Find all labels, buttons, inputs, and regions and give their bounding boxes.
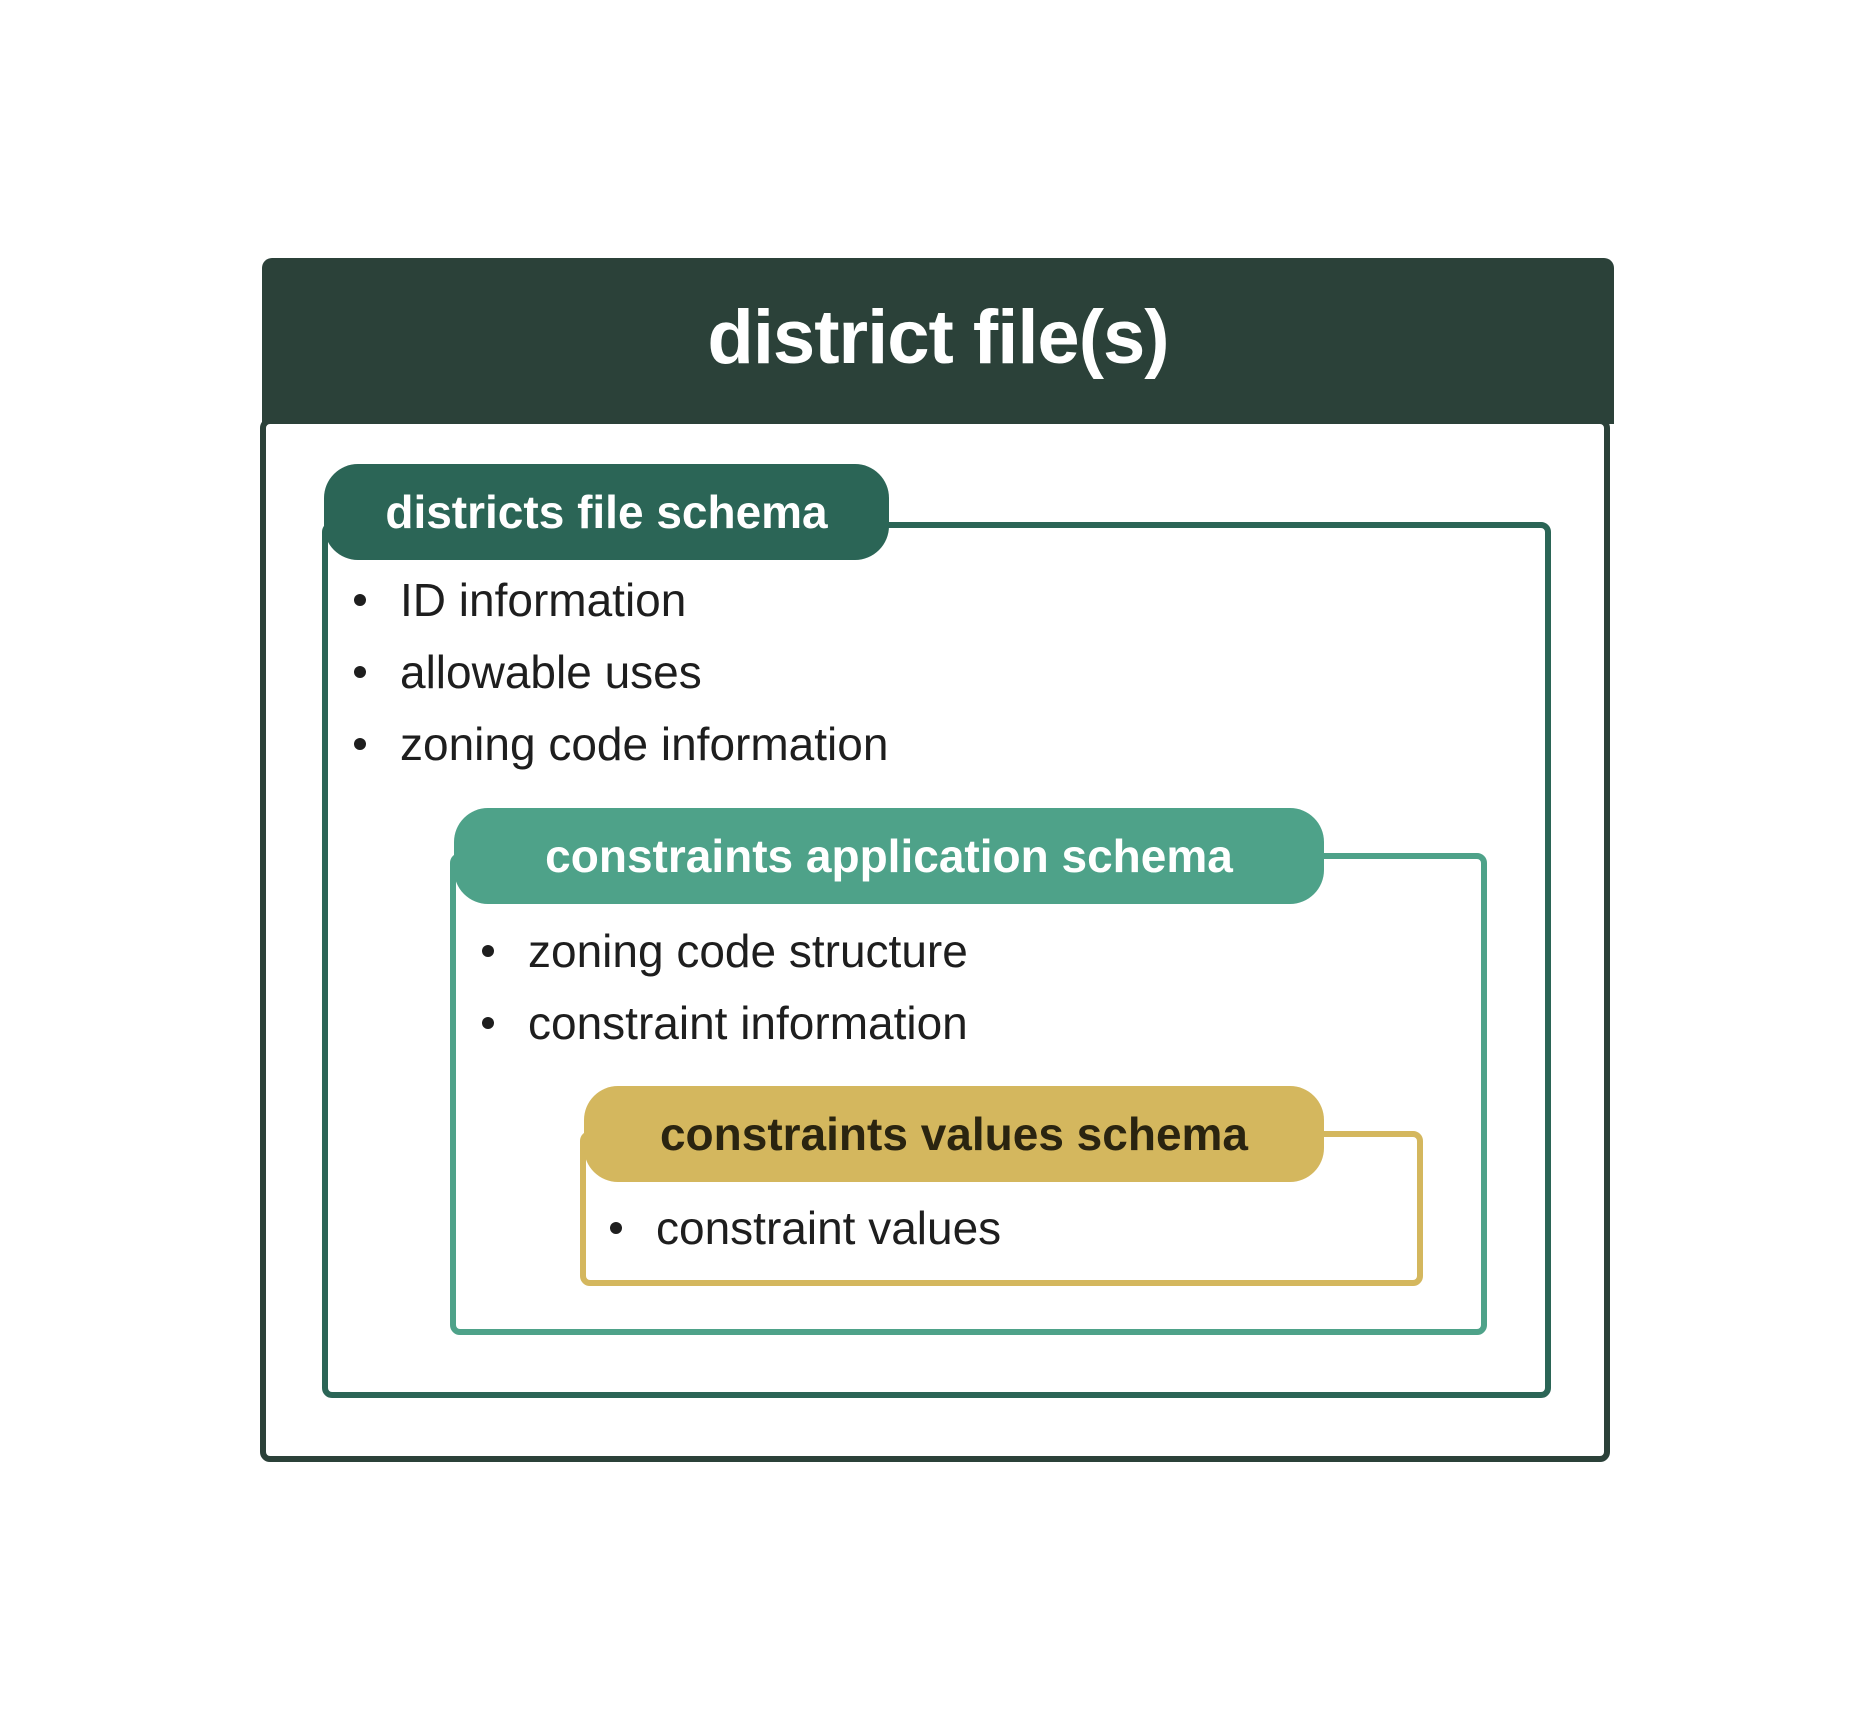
application-schema-list: zoning code structure constraint informa… [478, 915, 968, 1059]
application-schema-label: constraints application schema [454, 808, 1324, 904]
district-file-header: district file(s) [262, 258, 1614, 424]
district-file-title: district file(s) [707, 294, 1169, 380]
bullet-icon [610, 1222, 622, 1234]
list-item: constraint information [478, 987, 968, 1059]
bullet-icon [482, 1017, 494, 1029]
list-item: zoning code structure [478, 915, 968, 987]
list-item: constraint values [606, 1192, 1001, 1264]
values-schema-label: constraints values schema [584, 1086, 1324, 1182]
bullet-icon [354, 666, 366, 678]
bullet-icon [354, 738, 366, 750]
list-item: ID information [350, 564, 888, 636]
bullet-icon [482, 945, 494, 957]
districts-schema-list: ID information allowable uses zoning cod… [350, 564, 888, 780]
list-item: zoning code information [350, 708, 888, 780]
districts-schema-label: districts file schema [324, 464, 889, 560]
bullet-icon [354, 594, 366, 606]
values-schema-list: constraint values [606, 1192, 1001, 1264]
list-item: allowable uses [350, 636, 888, 708]
